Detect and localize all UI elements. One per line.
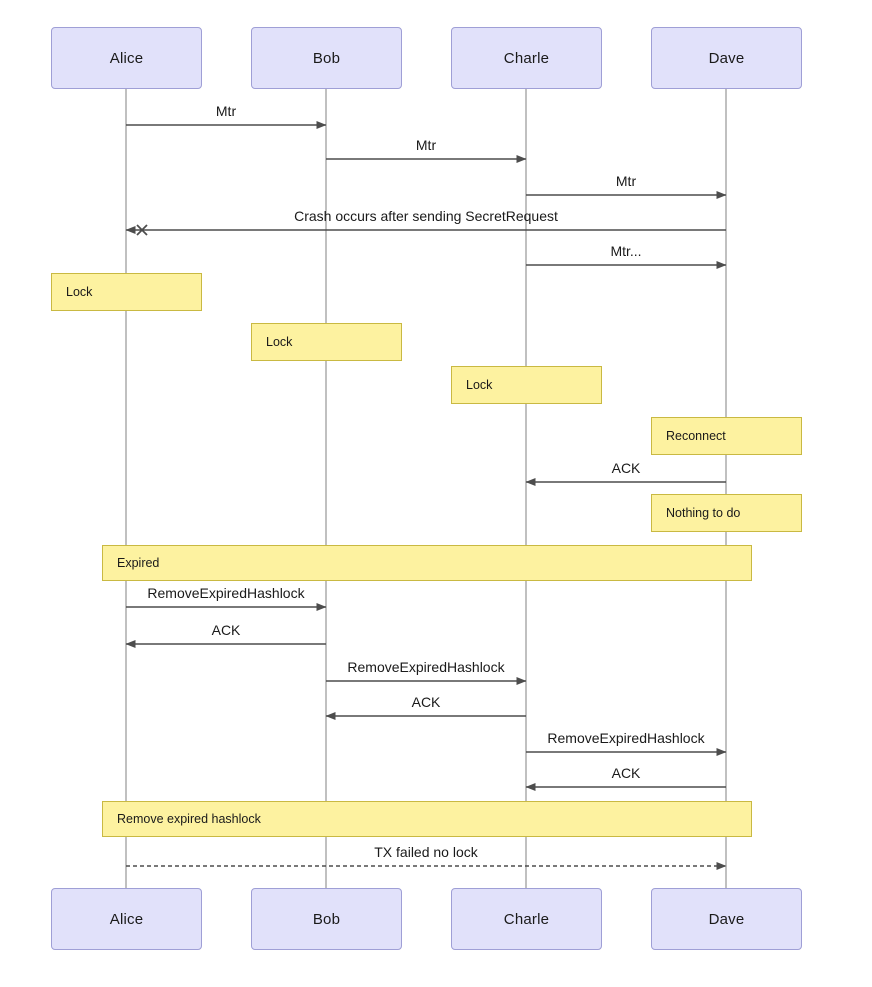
participant-label: Alice: [109, 910, 144, 928]
message-label-m7: RemoveExpiredHashlock: [147, 585, 305, 601]
participant-head-bob[interactable]: Bob: [251, 27, 402, 89]
message-label-m11: RemoveExpiredHashlock: [547, 730, 705, 746]
participant-label: Alice: [109, 49, 144, 67]
message-label-m6: ACK: [611, 460, 641, 476]
message-label-m13: TX failed no lock: [374, 844, 478, 860]
participant-head-dave[interactable]: Dave: [651, 27, 802, 89]
participant-label: Bob: [312, 910, 341, 928]
note-label: Nothing to do: [666, 506, 741, 520]
message-label-m4: Crash occurs after sending SecretRequest: [294, 208, 558, 224]
message-label-m12: ACK: [611, 765, 641, 781]
participant-label: Charle: [503, 49, 550, 67]
note-n1[interactable]: Lock: [51, 273, 202, 311]
message-arrows-group: [125, 121, 727, 870]
note-label: Remove expired hashlock: [117, 812, 261, 826]
note-n3[interactable]: Lock: [451, 366, 602, 404]
note-n5[interactable]: Nothing to do: [651, 494, 802, 532]
participant-label: Dave: [708, 910, 745, 928]
message-label-m8: ACK: [211, 622, 241, 638]
note-n6[interactable]: Expired: [102, 545, 752, 581]
participant-head-alice[interactable]: Alice: [51, 27, 202, 89]
participant-head-charle[interactable]: Charle: [451, 27, 602, 89]
participant-label: Dave: [708, 49, 745, 67]
note-n2[interactable]: Lock: [251, 323, 402, 361]
message-label-m2: Mtr: [415, 137, 437, 153]
participant-label: Bob: [312, 49, 341, 67]
crash-x-icon: [136, 224, 148, 236]
note-label: Expired: [117, 556, 160, 570]
note-n4[interactable]: Reconnect: [651, 417, 802, 455]
message-label-m9: RemoveExpiredHashlock: [347, 659, 505, 675]
note-n7[interactable]: Remove expired hashlock: [102, 801, 752, 837]
note-label: Lock: [266, 335, 293, 349]
message-label-m10: ACK: [411, 694, 441, 710]
participant-foot-dave[interactable]: Dave: [651, 888, 802, 950]
participant-label: Charle: [503, 910, 550, 928]
participant-foot-charle[interactable]: Charle: [451, 888, 602, 950]
participant-foot-alice[interactable]: Alice: [51, 888, 202, 950]
note-label: Reconnect: [666, 429, 726, 443]
participant-foot-bob[interactable]: Bob: [251, 888, 402, 950]
note-label: Lock: [66, 285, 93, 299]
note-label: Lock: [466, 378, 493, 392]
message-label-m5: Mtr...: [610, 243, 642, 259]
message-label-m3: Mtr: [615, 173, 637, 189]
message-label-m1: Mtr: [215, 103, 237, 119]
